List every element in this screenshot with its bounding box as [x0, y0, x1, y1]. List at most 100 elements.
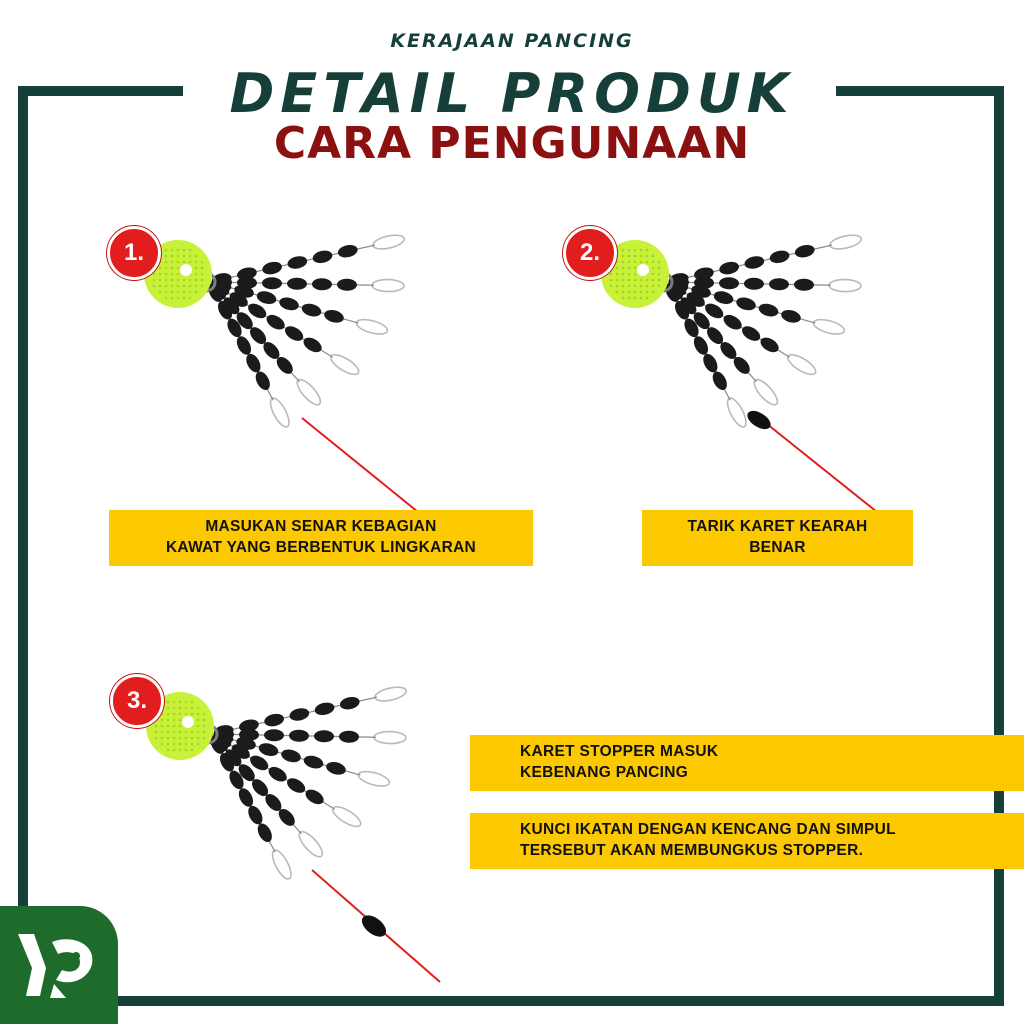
bead: [794, 244, 815, 258]
float-texture-dot: [645, 254, 649, 258]
step-3-badge: 3.: [110, 674, 164, 728]
float-texture-dot: [178, 736, 182, 740]
float-texture-dot: [196, 724, 200, 728]
float-texture-dot: [188, 260, 192, 264]
bead: [268, 766, 287, 782]
bead: [694, 267, 714, 280]
float-texture-dot: [166, 736, 170, 740]
float-texture-dot: [188, 290, 192, 294]
float-texture-dot: [615, 290, 619, 294]
bead: [760, 337, 779, 353]
float-texture-dot: [651, 260, 655, 264]
float-texture-dot: [633, 278, 637, 282]
float-texture-dot: [164, 290, 168, 294]
bead: [336, 278, 357, 291]
wire-loop: [331, 805, 362, 828]
float-texture-dot: [172, 706, 176, 710]
wire-loop: [271, 849, 292, 880]
bead: [219, 752, 235, 772]
bead: [713, 291, 734, 305]
float-texture-dot: [160, 718, 164, 722]
bead: [758, 303, 779, 317]
wire-loop: [357, 770, 391, 787]
float-texture-dot: [178, 712, 182, 716]
float-texture-dot: [202, 724, 206, 728]
frame-left: [18, 86, 28, 1006]
step-3-caption-a-line-2: KEBENANG PANCING: [520, 764, 689, 781]
float-texture-dot: [196, 718, 200, 722]
bead: [238, 788, 254, 807]
float-texture-dot: [651, 254, 655, 258]
stopper-bead: [747, 410, 771, 430]
float-texture-dot: [184, 748, 188, 752]
float-texture-dot: [166, 730, 170, 734]
float-texture-dot: [190, 706, 194, 710]
float-texture-dot: [639, 254, 643, 258]
float-texture-dot: [164, 248, 168, 252]
bead: [301, 303, 322, 317]
float-texture-dot: [184, 742, 188, 746]
float-texture-dot: [621, 266, 625, 270]
float-texture-dot: [194, 254, 198, 258]
float-texture-dot: [188, 296, 192, 300]
float-texture-dot: [651, 284, 655, 288]
wire-loop: [329, 353, 360, 376]
float-texture-dot: [172, 742, 176, 746]
float-texture-dot: [164, 260, 168, 264]
float-texture-dot: [178, 748, 182, 752]
float-texture-dot: [196, 736, 200, 740]
float-texture-dot: [184, 706, 188, 710]
float-texture-dot: [633, 272, 637, 276]
float-texture-dot: [196, 742, 200, 746]
float-texture-dot: [164, 272, 168, 276]
bead: [338, 730, 359, 743]
bead: [781, 309, 801, 323]
float-texture-dot: [633, 284, 637, 288]
float-texture-dot: [182, 290, 186, 294]
bead: [769, 250, 790, 264]
float-texture-dot: [176, 290, 180, 294]
bead: [339, 696, 360, 710]
bead: [720, 342, 737, 359]
step-1-caption-line-1: MASUKAN SENAR KEBAGIAN: [205, 518, 437, 535]
float-texture-dot: [190, 748, 194, 752]
bead: [276, 356, 293, 374]
bead: [736, 297, 756, 311]
bead: [324, 309, 344, 323]
brand-logo: [0, 906, 118, 1024]
float-texture-dot: [172, 748, 176, 752]
step-1-caption: MASUKAN SENAR KEBAGIAN KAWAT YANG BERBEN…: [109, 510, 533, 566]
float-texture-dot: [645, 296, 649, 300]
bead: [793, 278, 814, 291]
step-2-caption: TARIK KARET KEARAH BENAR: [642, 510, 913, 566]
float-texture-dot: [182, 254, 186, 258]
bead: [289, 708, 310, 721]
float-texture-dot: [627, 266, 631, 270]
float-texture-dot: [152, 284, 156, 288]
bead: [239, 719, 259, 732]
bead: [733, 356, 750, 374]
float-texture-dot: [166, 712, 170, 716]
float-texture-dot: [188, 248, 192, 252]
float-texture-dot: [645, 290, 649, 294]
float-texture-dot: [184, 730, 188, 734]
float-texture-dot: [202, 736, 206, 740]
bead: [237, 267, 257, 280]
bead: [217, 300, 233, 320]
float-texture-dot: [172, 712, 176, 716]
float-texture-dot: [202, 712, 206, 716]
page-subtitle: CARA PENGUNAAN: [273, 118, 751, 169]
float-texture-dot: [176, 254, 180, 258]
float-texture-dot: [158, 290, 162, 294]
float-texture-dot: [621, 260, 625, 264]
float-texture-dot: [170, 260, 174, 264]
float-texture-dot: [152, 272, 156, 276]
float-texture-dot: [154, 724, 158, 728]
float-texture-dot: [657, 272, 661, 276]
float-texture-dot: [178, 706, 182, 710]
step-3-caption-a-line-1: KARET STOPPER MASUK: [520, 743, 719, 760]
float-texture-dot: [615, 272, 619, 276]
float-hole: [180, 264, 192, 276]
step-1-badge: 1.: [107, 226, 161, 280]
float-texture-dot: [176, 278, 180, 282]
